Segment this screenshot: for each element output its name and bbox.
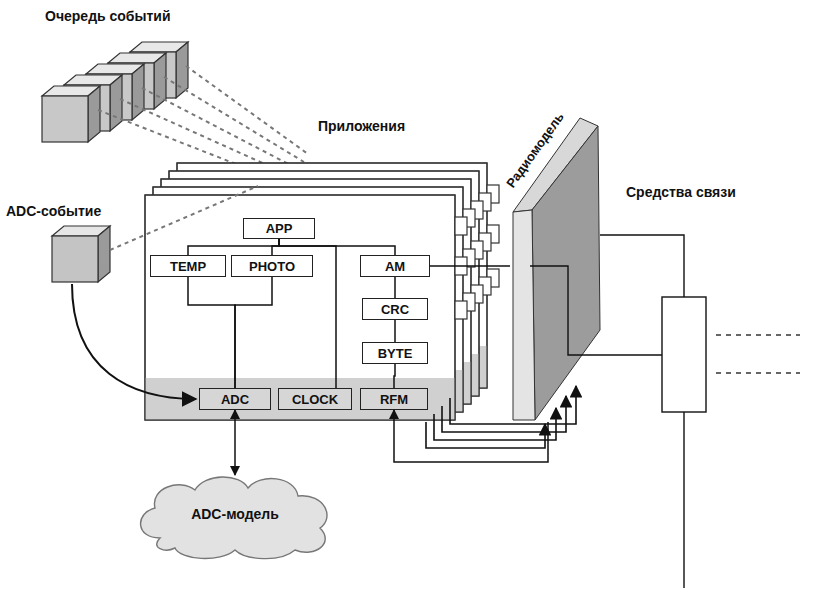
connector xyxy=(394,277,396,298)
hardware-box: RFM xyxy=(360,388,428,410)
dotted-line xyxy=(716,334,800,336)
radio-panel-shape xyxy=(510,100,610,422)
application-panel xyxy=(145,195,455,420)
event-cube xyxy=(42,96,88,142)
application-panel xyxy=(455,301,467,319)
node-label: AM xyxy=(385,259,405,274)
cube-face xyxy=(98,226,110,282)
part-label: Средства связи xyxy=(626,184,736,200)
medium-wire xyxy=(600,235,800,588)
node-label: CRC xyxy=(381,302,409,317)
cloud-outline xyxy=(141,477,327,559)
application-panel xyxy=(145,195,455,420)
application-panel xyxy=(455,217,467,235)
radio-model-panel: Радиомодель xyxy=(510,100,610,422)
cube-face xyxy=(52,236,98,282)
node-label: ADC-модель xyxy=(191,506,279,522)
connector xyxy=(394,320,396,342)
module-box: TEMP xyxy=(150,255,226,277)
part-label: Очередь событий xyxy=(45,8,171,24)
dotted-line xyxy=(164,77,304,162)
medium-wire xyxy=(600,235,684,297)
node-label: APP xyxy=(266,221,293,236)
radio-arrow xyxy=(426,422,545,448)
node-label: CLOCK xyxy=(292,392,338,407)
hardware-box: ADC xyxy=(199,388,271,410)
node-label: ADC xyxy=(221,392,249,407)
adc-model-cloud: ADC-модель xyxy=(130,468,340,560)
module-box: AM xyxy=(360,255,430,277)
event-arrow xyxy=(72,284,196,399)
event-cube xyxy=(132,64,144,120)
node-label: PHOTO xyxy=(249,259,295,274)
medium-wire xyxy=(530,266,662,355)
module-box: CRC xyxy=(362,298,428,320)
part-label: ADC-событие xyxy=(6,203,101,219)
module-box: BYTE xyxy=(362,342,428,364)
hardware-box: CLOCK xyxy=(278,388,352,410)
medium-block xyxy=(662,297,706,412)
connector xyxy=(234,410,236,475)
connector xyxy=(188,277,235,388)
event-cube xyxy=(52,226,110,282)
connector xyxy=(430,265,510,267)
node-label: TEMP xyxy=(170,259,206,274)
part-label: Приложения xyxy=(318,118,405,134)
node-label: RFM xyxy=(380,392,408,407)
event-cube xyxy=(88,86,100,142)
dotted-line xyxy=(716,372,800,374)
dotted-line xyxy=(186,66,308,154)
connector xyxy=(394,364,395,388)
connector xyxy=(272,239,279,256)
app-box: APP xyxy=(243,218,315,239)
radio-arrow xyxy=(426,386,576,448)
application-panel xyxy=(145,163,499,420)
panel-face xyxy=(513,210,535,420)
node-label: BYTE xyxy=(378,346,413,361)
dotted-line xyxy=(110,186,258,250)
module-box: PHOTO xyxy=(231,255,313,277)
connector xyxy=(188,239,279,256)
event-cube xyxy=(110,75,122,131)
connector xyxy=(235,277,272,388)
panel-face xyxy=(532,126,600,420)
event-cube xyxy=(42,42,188,142)
medium-wire xyxy=(683,412,684,588)
